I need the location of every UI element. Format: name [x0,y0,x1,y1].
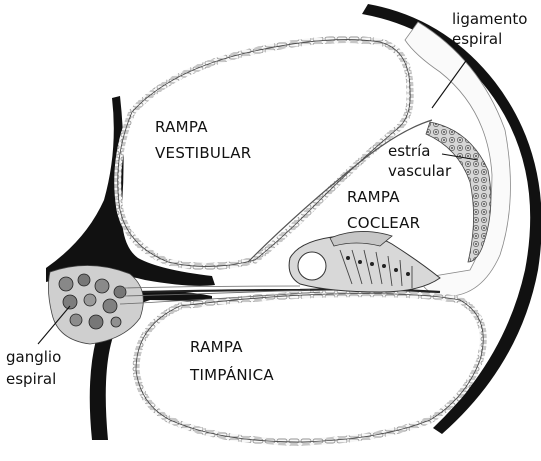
label-estria-vascular: estría vascular [388,142,452,180]
label-ganglio-line2: espiral [6,370,56,388]
label-ganglio-espiral: ganglio espiral [6,348,61,388]
scala-tympani-outline [136,294,483,442]
label-ligamento-line1: ligamento [452,10,527,28]
label-rampa-coclear: RAMPA COCLEAR [347,188,420,232]
label-timpanica-line2: TIMPÁNICA [189,365,274,384]
label-rampa-vestibular: RAMPA VESTIBULAR [155,118,252,162]
label-ganglio-line1: ganglio [6,348,61,366]
label-coclear-line1: RAMPA [347,188,400,206]
stria-vascularis [426,122,491,262]
label-timpanica-line1: RAMPA [190,338,243,356]
label-rampa-timpanica: RAMPA TIMPÁNICA [189,338,274,384]
organ-of-corti [289,231,440,292]
label-estria-line2: vascular [388,162,452,180]
label-ligamento-espiral: ligamento espiral [452,10,527,48]
label-estria-line1: estría [388,142,430,160]
label-vestibular-line1: RAMPA [155,118,208,136]
label-coclear-line2: COCLEAR [347,214,420,232]
label-ligamento-line2: espiral [452,30,502,48]
label-vestibular-line2: VESTIBULAR [155,144,252,162]
inner-sulcus [298,252,326,280]
